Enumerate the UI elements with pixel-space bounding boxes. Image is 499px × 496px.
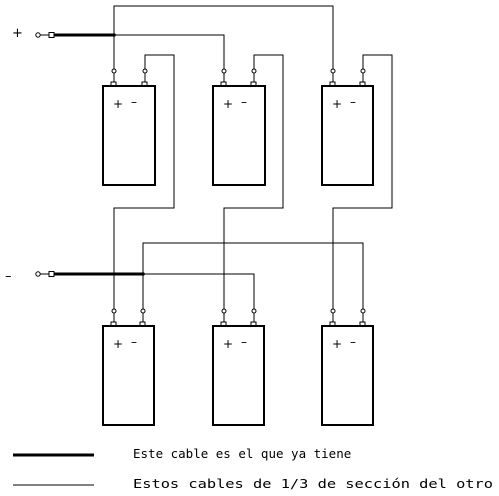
battery-top-3: + – [321,68,374,186]
legend-thin-label: Estos cables de 1/3 de sección del otro [133,476,493,491]
battery-top-2: + – [212,68,266,186]
battery-positive-label: + [332,97,342,111]
battery-negative-label: – [350,335,356,349]
battery-top-1: + – [102,68,156,186]
battery-positive-label: + [332,337,342,351]
battery-negative-label: – [241,95,247,109]
battery-bottom-2: + – [212,308,265,426]
battery-negative-label: – [350,95,356,109]
battery-positive-label: + [223,97,233,111]
battery-positive-label: + [113,97,123,111]
thin-cables [113,5,393,316]
battery-positive-label: + [113,337,123,351]
battery-negative-label: – [131,95,137,109]
battery-bottom-3: + – [321,308,374,426]
battery-bottom-1: + – [102,308,155,426]
battery-negative-label: – [241,335,247,349]
legend: Este cable es el que ya tiene Estos cabl… [13,446,493,491]
battery-positive-label: + [223,337,233,351]
battery-negative-label: – [131,335,137,349]
thick-cables [54,33,143,276]
supply-positive-terminal-icon [35,32,55,38]
legend-thick-label: Este cable es el que ya tiene [133,446,351,461]
supply-negative-sign: – [5,269,12,284]
supply-negative-terminal-icon [35,271,55,277]
supply-positive-sign: + [12,26,23,41]
junction-dots [112,33,145,276]
